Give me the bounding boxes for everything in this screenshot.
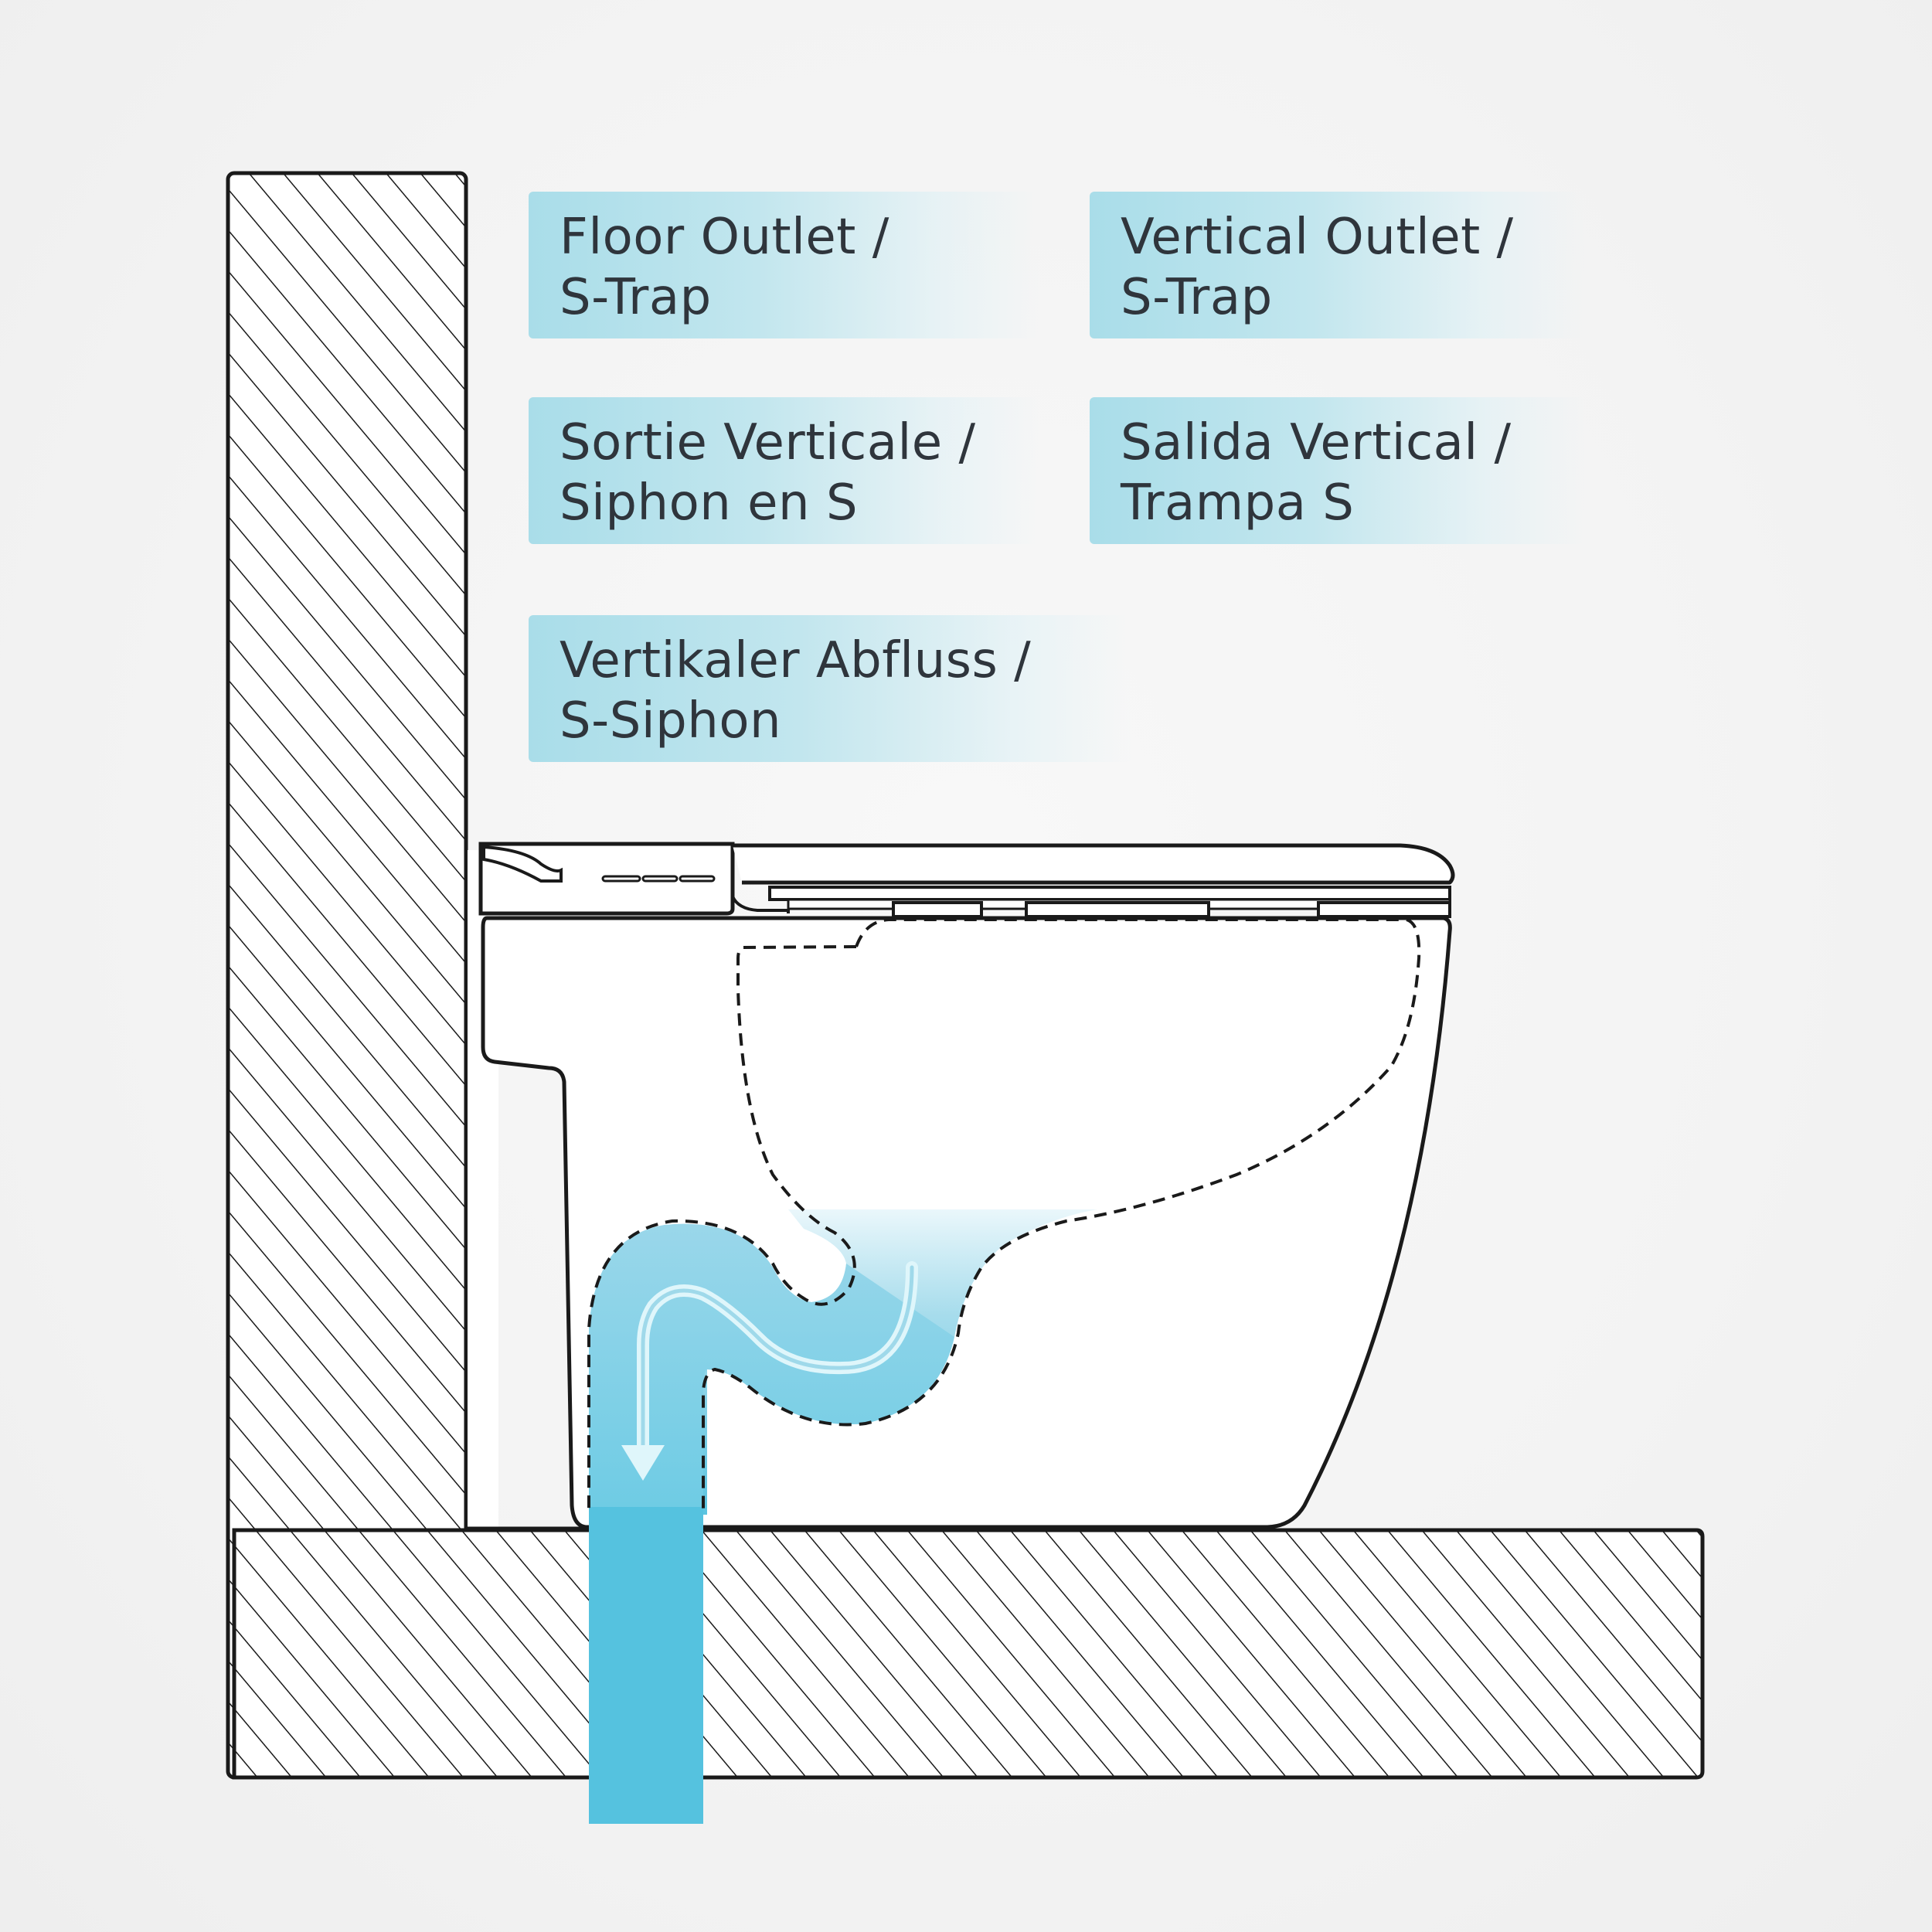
flow-arrow-icon xyxy=(621,1261,918,1481)
label-salida-vertical-line1: Salida Vertical / xyxy=(1121,414,1512,471)
label-vertikaler-abfluss-line1: Vertikaler Abfluss / xyxy=(560,632,1032,689)
drain-pipe xyxy=(589,1223,954,1824)
label-vertical-outlet-line1: Vertical Outlet / xyxy=(1121,209,1514,266)
label-sortie-verticale-line1: Sortie Verticale / xyxy=(560,414,976,471)
label-floor-outlet-line2: S-Trap xyxy=(560,269,712,326)
seat-hinge-blocks xyxy=(892,901,1451,918)
label-vertikaler-abfluss: Vertikaler Abfluss / S-Siphon xyxy=(529,615,1131,762)
control-buttons xyxy=(601,875,716,883)
label-vertikaler-abfluss-line2: S-Siphon xyxy=(560,692,782,750)
label-vertical-outlet-line2: S-Trap xyxy=(1121,269,1273,326)
label-floor-outlet-line1: Floor Outlet / xyxy=(560,209,889,266)
label-sortie-verticale-line2: Siphon en S xyxy=(560,474,859,532)
label-salida-vertical-line2: Trampa S xyxy=(1121,474,1355,532)
label-floor-outlet: Floor Outlet / S-Trap xyxy=(529,192,1039,338)
bowl-inner-outline xyxy=(587,918,1421,1515)
floor xyxy=(232,1528,1705,1780)
label-sortie-verticale: Sortie Verticale / Siphon en S xyxy=(529,397,1039,544)
label-salida-vertical: Salida Vertical / Trampa S xyxy=(1090,397,1584,544)
label-vertical-outlet: Vertical Outlet / S-Trap xyxy=(1090,192,1584,338)
toilet-lid xyxy=(478,842,1455,918)
